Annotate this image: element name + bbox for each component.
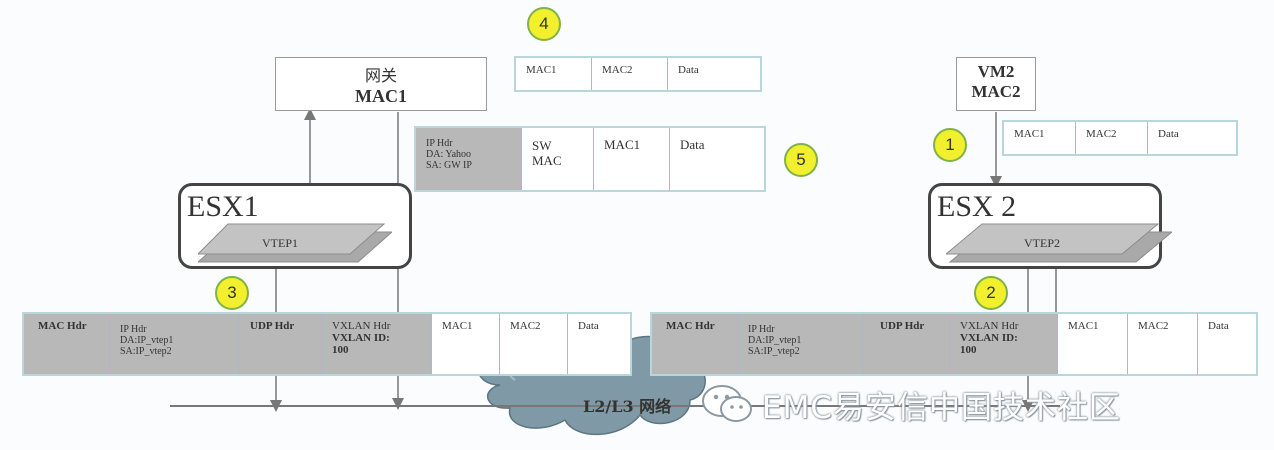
frame-1-data: Data [1148,122,1236,154]
esx1-title: ESX1 [187,190,259,223]
frame-3-ip-hdr-sa: SA:IP_vtep2 [120,346,172,357]
vtep1-plane [198,223,392,263]
frame-4-mac2: MAC2 [592,58,668,90]
gateway-mac: MAC1 [355,86,407,106]
gateway-label: 网关 [364,66,397,85]
frame-3-vxlan-hdr: VXLAN Hdr [332,320,391,332]
frame-5-mac1: MAC1 [594,128,670,190]
frame-2-mac1: MAC1 [1058,314,1128,374]
frame-3: MAC Hdr IP Hdr DA:IP_vtep1 SA:IP_vtep2 U… [22,312,632,376]
step-5-badge: 5 [784,143,818,177]
frame-2-mac2: MAC2 [1128,314,1198,374]
frame-2-mac-hdr: MAC Hdr [652,314,738,374]
frame-5-ip-hdr-title: IP Hdr [426,138,453,149]
step-2-badge: 2 [974,276,1008,310]
frame-4-mac1: MAC1 [516,58,592,90]
frame-2-data: Data [1198,314,1256,374]
frame-1-mac1: MAC1 [1004,122,1076,154]
frame-3-data: Data [568,314,630,374]
network-label: L2/L3 网络 [583,397,672,416]
vtep2-label: VTEP2 [1024,236,1060,250]
frame-5-ip-hdr-da: DA: Yahoo [426,149,472,160]
esx2-title: ESX 2 [937,190,1017,223]
frame-3-vxlan: VXLAN Hdr VXLAN ID: 100 [322,314,432,374]
frame-3-mac2: MAC2 [500,314,568,374]
frame-3-ip-hdr-title: IP Hdr [120,324,147,335]
frame-3-mac1: MAC1 [432,314,500,374]
frame-5-data: Data [670,128,764,190]
frame-2-udp-hdr: UDP Hdr [864,314,950,374]
wechat-icon [702,385,752,422]
vm2-mac: MAC2 [971,82,1021,101]
vtep2-plane [946,223,1172,263]
frame-2-vxlan: VXLAN Hdr VXLAN ID: 100 [950,314,1058,374]
frame-5-mac: MAC [532,153,562,168]
frame-2-ip-hdr-sa: SA:IP_vtep2 [748,346,800,357]
frame-3-udp-hdr: UDP Hdr [240,314,322,374]
watermark-text: EMC易安信中国技术社区 [762,390,1121,426]
frame-3-vxlan-id: 100 [332,344,349,356]
frame-5: IP Hdr DA: Yahoo SA: GW IP SW MAC MAC1 D… [414,126,766,192]
gateway-box: 网关 MAC1 [275,57,487,111]
frame-5-sw: SW [532,138,552,153]
frame-2-ip-hdr: IP Hdr DA:IP_vtep1 SA:IP_vtep2 [738,314,864,374]
vm2-label: VM2 [977,62,1015,81]
frame-2-ip-hdr-title: IP Hdr [748,324,775,335]
frame-5-ip-hdr: IP Hdr DA: Yahoo SA: GW IP [416,128,522,190]
frame-4-data: Data [668,58,760,90]
frame-3-ip-hdr: IP Hdr DA:IP_vtep1 SA:IP_vtep2 [110,314,240,374]
vm2-box: VM2 MAC2 [956,57,1036,111]
step-3-badge: 3 [215,276,249,310]
frame-3-ip-hdr-da: DA:IP_vtep1 [120,335,174,346]
vtep1-label: VTEP1 [262,236,298,250]
step-4-badge: 4 [527,7,561,41]
frame-3-mac-hdr: MAC Hdr [24,314,110,374]
frame-1-mac2: MAC2 [1076,122,1148,154]
frame-2-vxlan-hdr: VXLAN Hdr [960,320,1019,332]
frame-2-vxlan-id-label: VXLAN ID: [960,332,1018,344]
frame-5-sw-mac: SW MAC [522,128,594,190]
frame-2-vxlan-id: 100 [960,344,977,356]
frame-2: MAC Hdr IP Hdr DA:IP_vtep1 SA:IP_vtep2 U… [650,312,1258,376]
frame-2-ip-hdr-da: DA:IP_vtep1 [748,335,802,346]
step-1-badge: 1 [933,128,967,162]
frame-4: MAC1 MAC2 Data [514,56,762,92]
frame-5-ip-hdr-sa: SA: GW IP [426,160,472,171]
frame-1: MAC1 MAC2 Data [1002,120,1238,156]
frame-3-vxlan-id-label: VXLAN ID: [332,332,390,344]
